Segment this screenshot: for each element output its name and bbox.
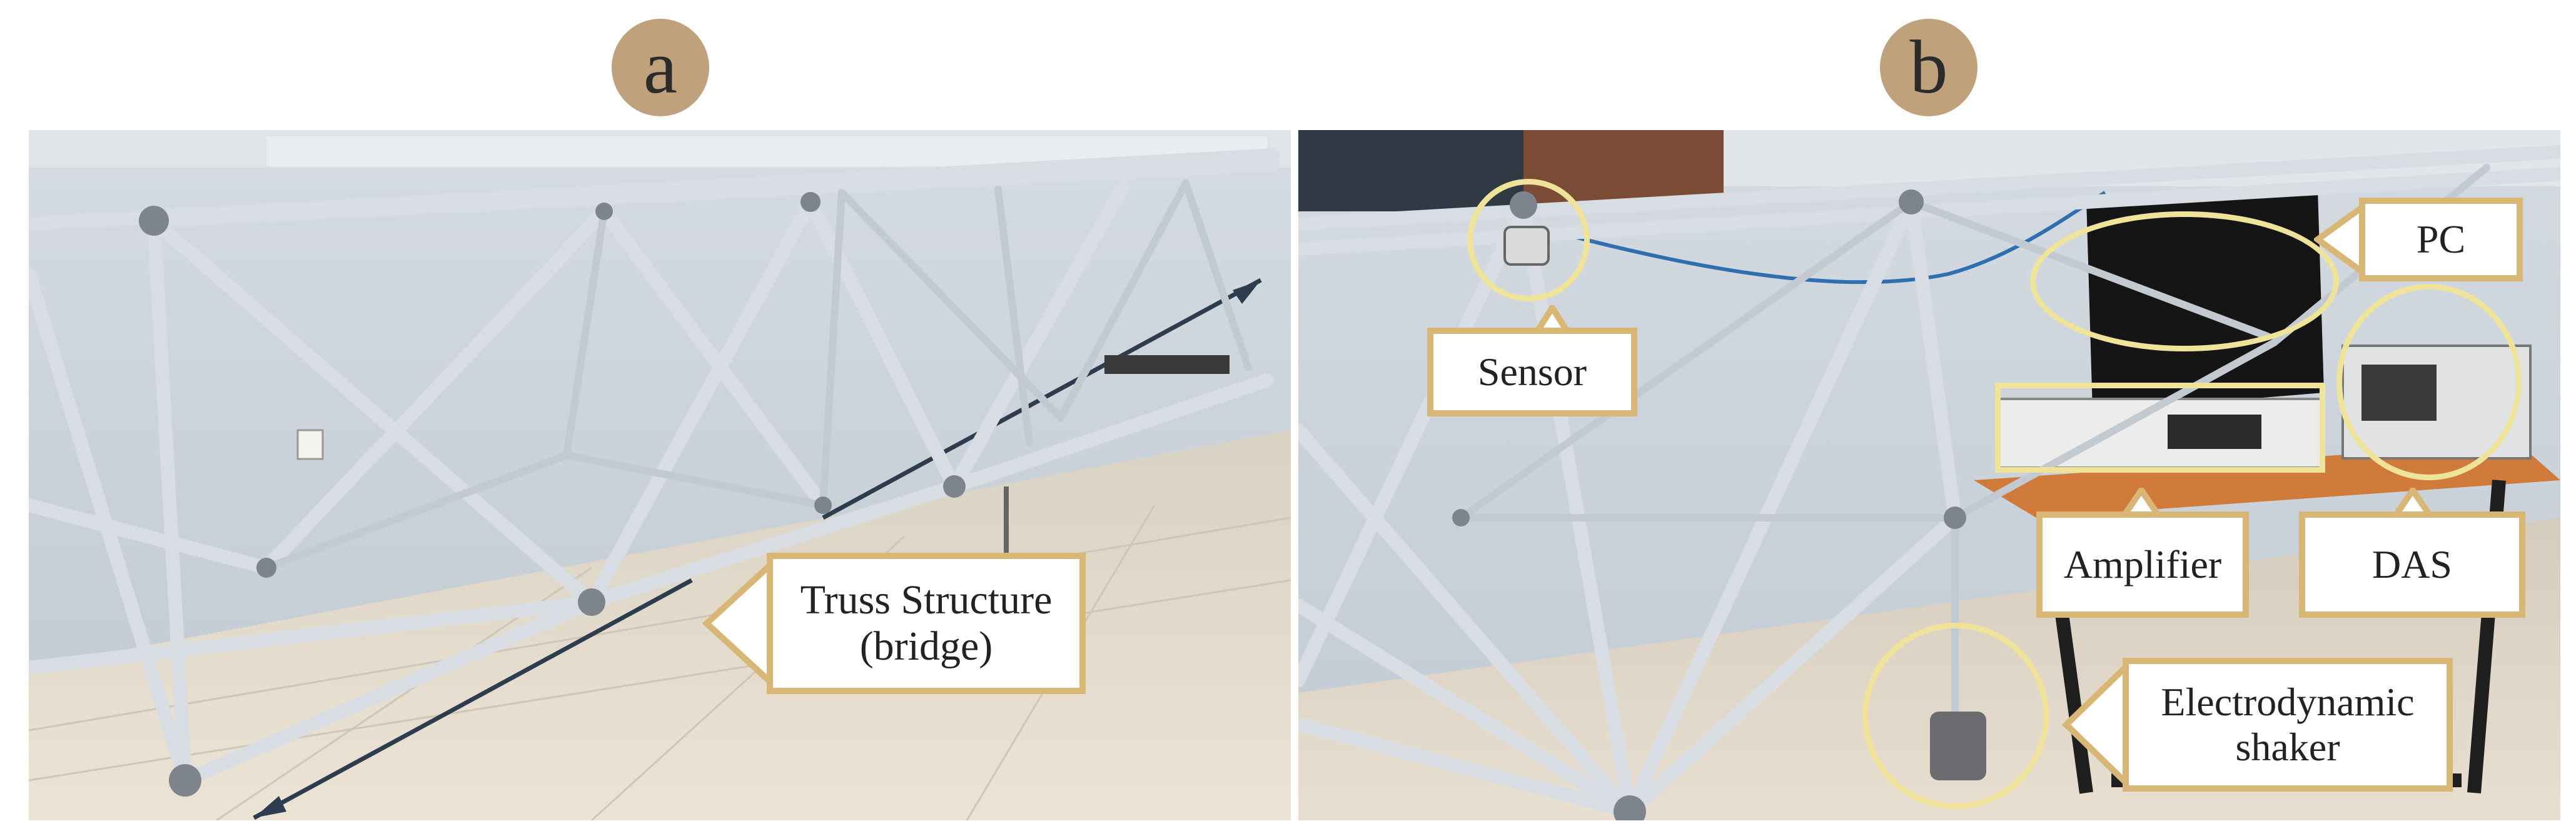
- photo-a-illustration: [29, 130, 1291, 820]
- amplifier-callout: Amplifier: [2036, 511, 2249, 618]
- panel-b-letter: b: [1909, 25, 1948, 109]
- das-label: DAS: [2371, 542, 2453, 587]
- photo-a-truss-structure: [29, 130, 1291, 820]
- sensor-highlight-ring: [1467, 179, 1590, 301]
- pc-callout-arrow: [2314, 198, 2370, 281]
- pc-callout: PC: [2359, 198, 2523, 281]
- truss-structure-label: Truss Structure (bridge): [800, 577, 1053, 669]
- shaker-label: Electrodynamic shaker: [2161, 680, 2415, 769]
- shaker-callout: Electrodynamic shaker: [2123, 658, 2453, 792]
- amplifier-label: Amplifier: [2063, 542, 2222, 587]
- amplifier-highlight-rect: [1995, 383, 2325, 473]
- panel-a-badge: a: [612, 19, 709, 116]
- truss-callout-arrow: [702, 555, 777, 692]
- sensor-label: Sensor: [1477, 350, 1587, 395]
- panel-a-letter: a: [643, 25, 678, 109]
- truss-structure-callout: Truss Structure (bridge): [767, 553, 1086, 694]
- shaker-highlight-ring: [1862, 623, 2049, 809]
- panel-b-badge: b: [1880, 19, 1977, 116]
- das-callout: DAS: [2299, 511, 2525, 618]
- das-highlight-ring: [2336, 284, 2522, 480]
- pc-highlight-ring: [2030, 211, 2339, 351]
- sensor-callout: Sensor: [1427, 328, 1637, 416]
- pc-label: PC: [2416, 217, 2466, 262]
- shaker-callout-arrow: [2061, 658, 2131, 792]
